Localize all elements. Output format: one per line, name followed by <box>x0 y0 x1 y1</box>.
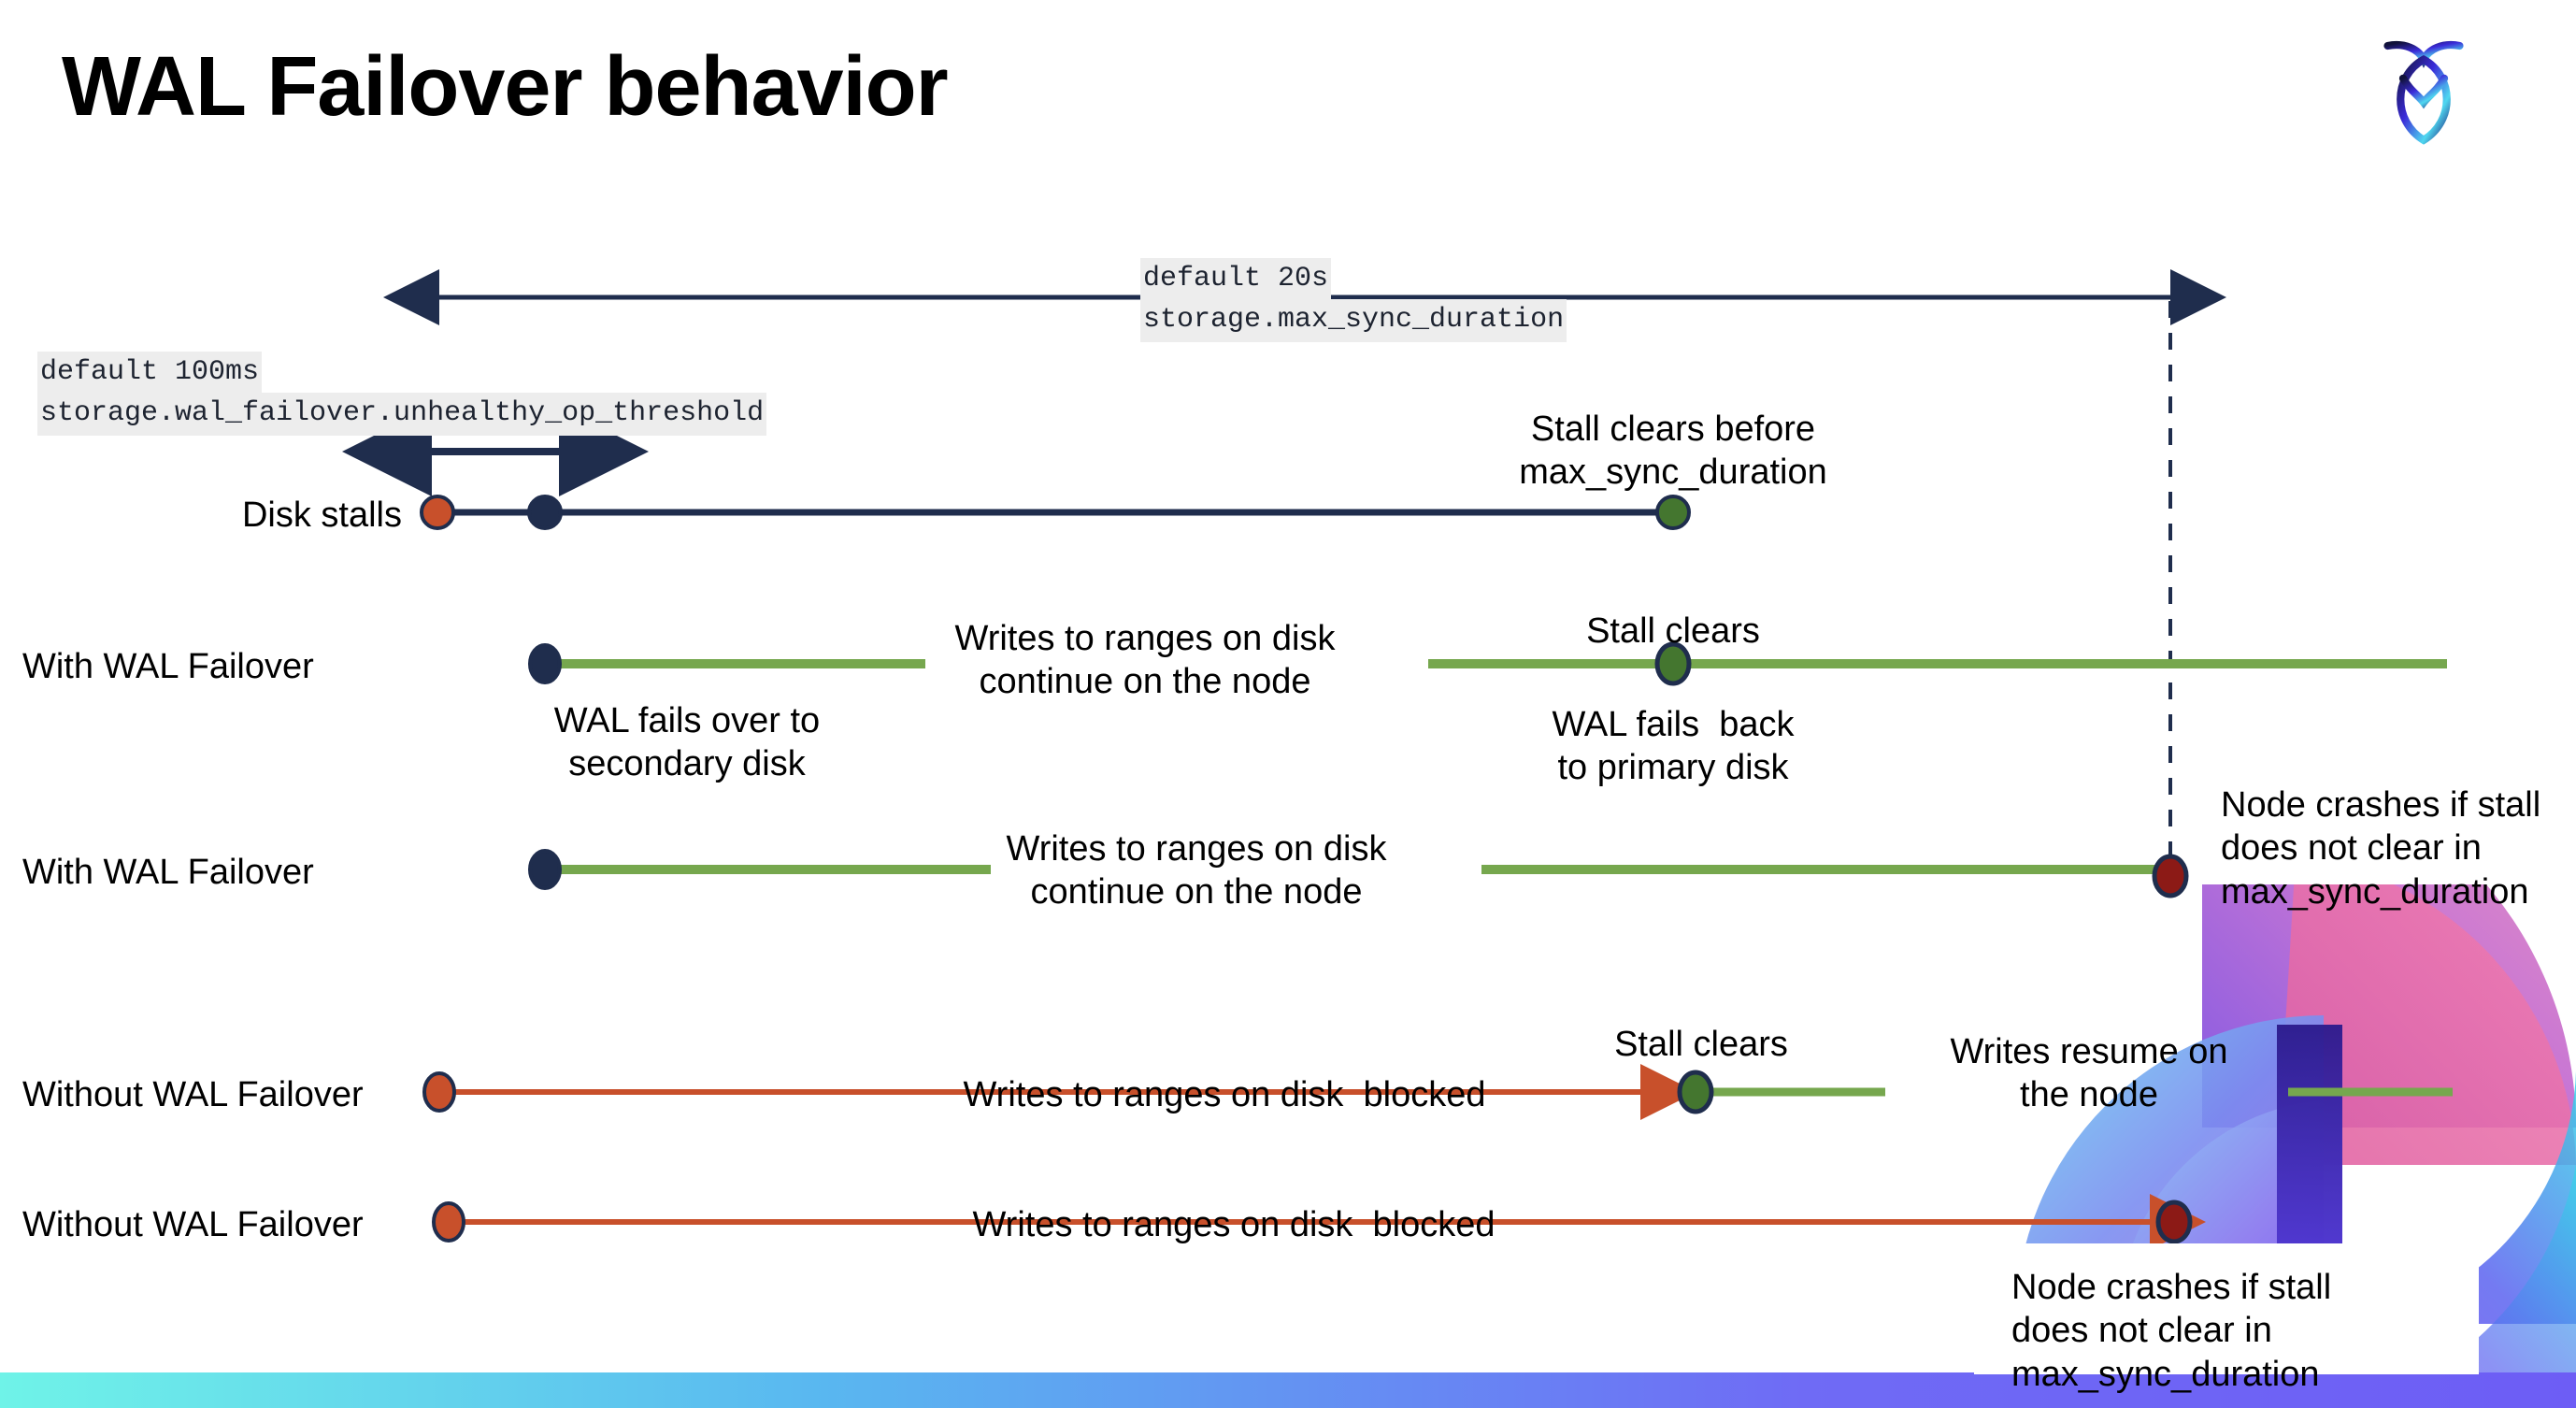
row-label-disk-stalls: Disk stalls <box>241 496 402 535</box>
note-writes-continue-2: Writes to ranges on disk continue on the… <box>1006 829 1387 912</box>
node-crash-callout-backdrop <box>1974 1243 2479 1374</box>
note-stall-clears-1: Stall clears <box>1586 611 1760 651</box>
bottom-accent-bar <box>0 1372 2576 1408</box>
unhealthy-threshold-default-label: default 100ms <box>37 352 263 395</box>
page-title: WAL Failover behavior <box>62 40 949 134</box>
row-label-without-wal-failover-1: Without WAL Failover <box>22 1075 364 1114</box>
wal-failover-2-crash-marker <box>2152 854 2189 898</box>
without-failover-2-crash-marker <box>2155 1200 2193 1244</box>
unhealthy-threshold-setting-label: storage.wal_failover.unhealthy_op_thresh… <box>37 393 767 436</box>
note-writes-blocked-1: Writes to ranges on disk blocked <box>963 1075 1486 1114</box>
disk-stall-start-marker <box>420 495 455 530</box>
note-writes-blocked-2: Writes to ranges on disk blocked <box>972 1205 1496 1244</box>
wal-failover-1-start-marker <box>528 643 562 684</box>
max-sync-duration-setting-label: storage.max_sync_duration <box>1140 299 1567 342</box>
without-failover-1-start-marker <box>422 1071 456 1113</box>
note-node-crashes-2: Node crashes if stall does not clear in … <box>2011 1268 2332 1394</box>
note-writes-continue-1: Writes to ranges on disk continue on the… <box>954 619 1336 702</box>
note-stall-clears-before-max-sync: Stall clears before max_sync_duration <box>1519 409 1827 493</box>
wal-failover-1-stall-clear-marker <box>1654 641 1692 686</box>
note-writes-resume: Writes resume on the node <box>1950 1032 2228 1115</box>
note-wal-fails-over: WAL fails over to secondary disk <box>553 701 821 784</box>
note-stall-clears-2: Stall clears <box>1614 1025 1788 1064</box>
row-label-without-wal-failover-2: Without WAL Failover <box>22 1205 364 1244</box>
disk-stall-clear-marker <box>1655 495 1691 530</box>
without-failover-1-stall-clear-marker <box>1677 1070 1714 1114</box>
disk-stall-detected-marker <box>527 495 563 530</box>
without-failover-2-start-marker <box>432 1201 465 1243</box>
cockroachdb-logo-icon <box>2383 41 2464 145</box>
note-wal-fails-back: WAL fails back to primary disk <box>1552 705 1795 788</box>
row-label-with-wal-failover-1: With WAL Failover <box>22 647 314 686</box>
max-sync-duration-default-label: default 20s <box>1140 258 1332 301</box>
wal-failover-2-start-marker <box>528 849 562 890</box>
note-node-crashes-1: Node crashes if stall does not clear in … <box>2221 785 2541 912</box>
row-label-with-wal-failover-2: With WAL Failover <box>22 853 314 892</box>
